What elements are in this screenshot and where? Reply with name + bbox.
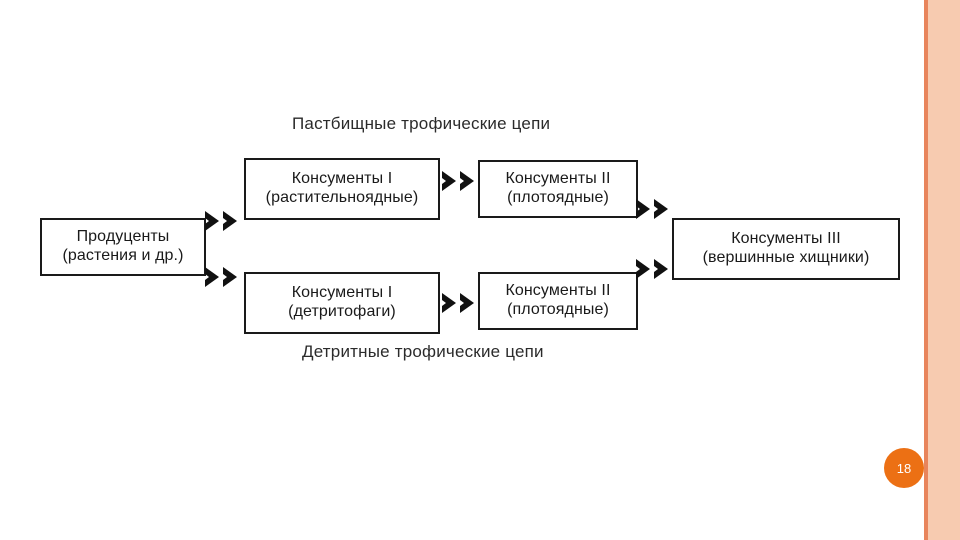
node-consumers2-carnivores-bottom-line2: (плотоядные) <box>507 301 609 318</box>
node-consumers3-apex-predators[interactable]: Консументы III (вершинные хищники) <box>672 218 900 280</box>
node-consumers3-line1: Консументы III <box>731 230 841 248</box>
node-consumers3-line2: (вершинные хищники) <box>702 249 870 266</box>
node-consumers1-detritivores-line1: Консументы I <box>291 284 393 302</box>
right-accent-line <box>924 0 928 540</box>
node-producers-line2: (растения и др.) <box>62 247 184 264</box>
double-chevron-right-icon <box>440 166 482 196</box>
trophic-chains-diagram: Пастбищные трофические цепи Детритные тр… <box>40 114 900 361</box>
node-consumers1-detritivores[interactable]: Консументы I (детритофаги) <box>244 272 440 334</box>
double-chevron-right-icon <box>634 254 678 284</box>
double-chevron-right-icon <box>203 206 249 236</box>
double-chevron-right-icon <box>634 194 678 224</box>
caption-grazing-chains: Пастбищные трофические цепи <box>292 114 551 133</box>
node-producers-line1: Продуценты <box>76 228 170 246</box>
page-number-badge: 18 <box>884 448 924 488</box>
node-consumers2-carnivores-top-line2: (плотоядные) <box>507 189 609 206</box>
node-consumers1-herbivores-line2: (растительноядные) <box>265 189 419 206</box>
right-decorative-band <box>928 0 960 540</box>
node-consumers2-carnivores-bottom-line1: Консументы II <box>505 282 611 300</box>
node-consumers2-carnivores-top[interactable]: Консументы II (плотоядные) <box>478 160 638 218</box>
node-consumers2-carnivores-top-line1: Консументы II <box>505 170 611 188</box>
double-chevron-right-icon <box>440 288 482 318</box>
double-chevron-right-icon <box>203 262 249 292</box>
node-consumers1-herbivores[interactable]: Консументы I (растительноядные) <box>244 158 440 220</box>
node-producers[interactable]: Продуценты (растения и др.) <box>40 218 206 276</box>
node-consumers2-carnivores-bottom[interactable]: Консументы II (плотоядные) <box>478 272 638 330</box>
node-consumers1-herbivores-line1: Консументы I <box>291 170 393 188</box>
node-consumers1-detritivores-line2: (детритофаги) <box>288 303 396 320</box>
caption-detrital-chains: Детритные трофические цепи <box>302 342 544 361</box>
